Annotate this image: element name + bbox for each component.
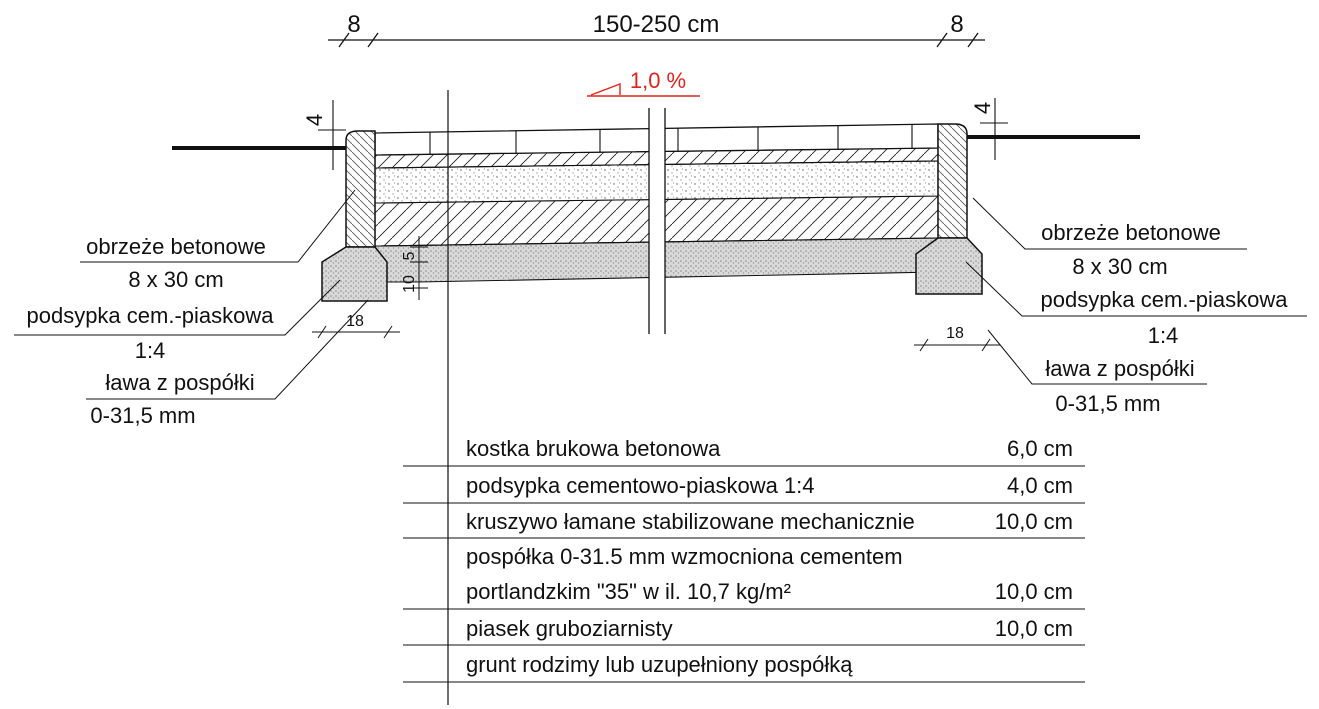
left-footing-grain-label: 0-31,5 mm xyxy=(90,403,195,428)
left-footing xyxy=(321,246,388,302)
left-leader-lines xyxy=(14,189,369,400)
layer-name: piasek gruboziarnisty xyxy=(466,616,673,641)
layer-thickness: 10,0 cm xyxy=(995,579,1073,604)
left-curb-size-label: 8 x 30 cm xyxy=(128,267,223,292)
right-bedding-ratio-label: 1:4 xyxy=(1148,323,1179,348)
bedding-thickness-label: 5 xyxy=(401,251,418,260)
left-curb-width-label: 8 xyxy=(347,11,360,38)
right-curb-width-label: 8 xyxy=(950,11,963,38)
left-curb-label: obrzeże betonowe xyxy=(86,234,266,259)
path-width-label: 150-250 cm xyxy=(593,11,720,38)
left-footing-width-label: 18 xyxy=(346,313,364,330)
right-footing xyxy=(915,237,983,295)
left-footing-label: ława z pospółki xyxy=(105,370,254,395)
right-curb-label: obrzeże betonowe xyxy=(1041,220,1221,245)
right-footing-width-dimension xyxy=(914,338,1000,352)
paving-joints xyxy=(429,125,913,154)
layer-name: grunt rodzimy lub uzupełniony pospółką xyxy=(466,652,853,677)
layer-thickness: 10,0 cm xyxy=(995,509,1073,534)
right-bedding-label: podsypka cem.-piaskowa xyxy=(1040,287,1288,312)
section-break-lines xyxy=(648,108,666,334)
top-dimension-line xyxy=(328,32,985,48)
bedding-footing-dimension xyxy=(410,236,428,300)
footing-thickness-label: 10 xyxy=(401,275,418,293)
left-bedding-ratio-label: 1:4 xyxy=(135,338,166,363)
right-footing-width-label: 18 xyxy=(946,325,964,342)
right-leader-lines xyxy=(965,197,1307,385)
left-footing-width-dimension xyxy=(312,325,400,339)
slope-label: 1,0 % xyxy=(630,68,686,93)
right-rise-dimension xyxy=(980,98,1008,160)
layer-name: kruszywo łamane stabilizowane mechaniczn… xyxy=(466,509,915,534)
layer-name: kostka brukowa betonowa xyxy=(466,436,721,461)
layer-table-rules xyxy=(403,465,1085,683)
layer-thickness: 4,0 cm xyxy=(1007,473,1073,498)
right-rise-label: 4 xyxy=(970,102,995,114)
slope-marker xyxy=(587,82,700,97)
left-bedding-label: podsypka cem.-piaskowa xyxy=(26,303,274,328)
right-curb-size-label: 8 x 30 cm xyxy=(1072,254,1167,279)
layer-name: pospółka 0-31.5 mm wzmocniona cementem xyxy=(466,544,903,569)
left-curb xyxy=(345,130,376,248)
layer-thickness: 10,0 cm xyxy=(995,616,1073,641)
left-rise-label: 4 xyxy=(302,114,327,126)
layer-name-continued: portlandzkim "35" w il. 10,7 kg/m² xyxy=(466,579,791,604)
right-curb xyxy=(937,123,968,239)
right-footing-grain-label: 0-31,5 mm xyxy=(1055,391,1160,416)
left-rise-dimension xyxy=(318,100,346,170)
layer-thickness: 6,0 cm xyxy=(1007,436,1073,461)
layer-name: podsypka cementowo-piaskowa 1:4 xyxy=(466,473,815,498)
right-footing-label: ława z pospółki xyxy=(1045,356,1194,381)
